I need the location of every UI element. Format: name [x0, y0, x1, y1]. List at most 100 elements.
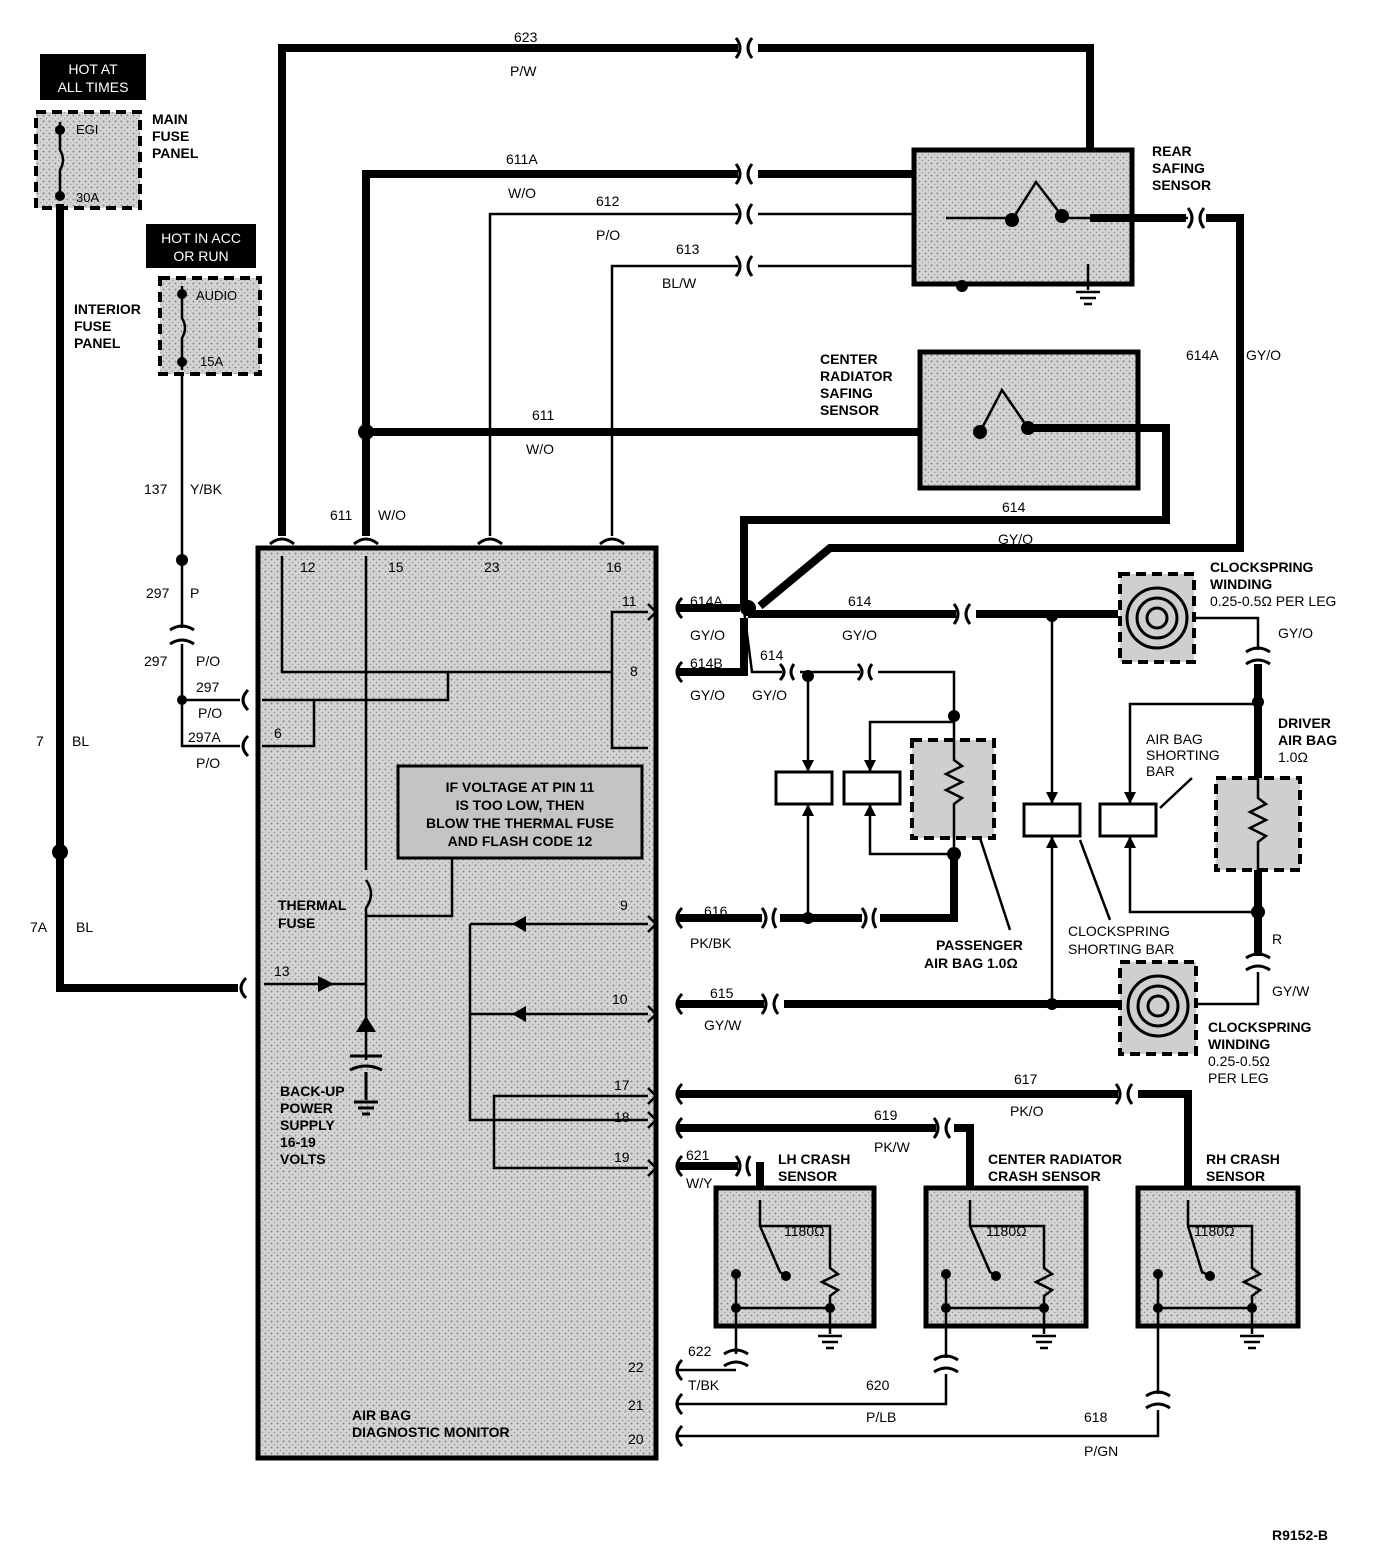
wire-620-number: 620	[866, 1377, 890, 1393]
center-crash-ground	[1032, 1334, 1056, 1350]
note-line2: IS TOO LOW, THEN	[456, 797, 585, 813]
wire-613	[610, 264, 964, 536]
wire-614a-color: GY/O	[690, 627, 725, 643]
rh-crash-pt2	[1205, 1271, 1215, 1281]
wire-614h-number: 614	[848, 593, 872, 609]
rh-crash-line1: RH CRASH	[1206, 1151, 1280, 1167]
wire-297b-number: 297	[144, 653, 168, 669]
rear-safing-sensor: REAR SAFING SENSOR 614A GY/O	[757, 143, 1281, 610]
wire-623-number: 623	[514, 29, 538, 45]
wire-611-color: W/O	[526, 441, 554, 457]
lh-crash-pt1	[731, 1269, 741, 1279]
egi-fuse-label: EGI	[76, 122, 98, 137]
wire-cs-top-out	[1194, 616, 1260, 650]
pin-21-label: 21	[628, 1397, 644, 1413]
pin-9-label: 9	[620, 897, 628, 913]
wire-614s-color: GY/O	[752, 687, 787, 703]
clockspring-top-coil-inner	[1145, 606, 1169, 630]
wire-617	[676, 1090, 1192, 1200]
connector-right-pins	[675, 596, 684, 1448]
driver-air-bag-line1: DRIVER	[1278, 715, 1331, 731]
clockspring-bottom-coil-inner	[1146, 994, 1170, 1018]
center-safing-switch	[978, 387, 1030, 433]
voltage-note-box	[396, 764, 644, 860]
splice-pass-top	[948, 710, 960, 722]
audio-fuse-element	[180, 286, 187, 370]
splice-driver-top	[1252, 696, 1264, 708]
note-line4: AND FLASH CODE 12	[448, 833, 593, 849]
wire-616-color: PK/BK	[690, 935, 732, 951]
backup-line5: VOLTS	[280, 1151, 326, 1167]
connector-622	[723, 1348, 749, 1368]
wire-614a-right-number: 614A	[1186, 347, 1219, 363]
lh-crash-ground	[818, 1334, 842, 1350]
thermal-fuse-line1: THERMAL	[278, 897, 347, 913]
wire-137-number: 137	[144, 481, 168, 497]
pin-6-label: 6	[274, 725, 282, 741]
rh-crash-pt4	[1247, 1303, 1257, 1313]
connector-614p	[856, 662, 874, 682]
connector-pin12	[269, 537, 295, 546]
audio-fuse-terminal-bottom	[177, 357, 187, 367]
arrow-3b	[1046, 836, 1058, 848]
arrow-2a	[864, 760, 876, 772]
backup-line3: SUPPLY	[280, 1117, 335, 1133]
splice-611	[358, 424, 374, 440]
wire-611b-number: 611	[330, 507, 353, 523]
wire-619-number: 619	[874, 1107, 898, 1123]
pin-8-label: 8	[630, 663, 638, 679]
rear-safing-contact-1	[1005, 213, 1019, 227]
wire-618-number: 618	[1084, 1409, 1108, 1425]
wire-614-number: 614	[1002, 499, 1026, 515]
lh-crash-line1: LH CRASH	[778, 1151, 850, 1167]
interior-fuse-panel-line3: PANEL	[74, 335, 121, 351]
clockspring-top-line1: CLOCKSPRING	[1210, 559, 1314, 575]
rh-crash-sensor	[1135, 1185, 1301, 1329]
clockspring-bottom-coil-mid	[1136, 984, 1180, 1028]
interior-fuse-panel-line1: INTERIOR	[74, 301, 141, 317]
monitor-title-line2: DIAGNOSTIC MONITOR	[352, 1424, 510, 1440]
diode-pin10	[512, 1006, 526, 1022]
connector-pin23	[477, 537, 503, 546]
wire-614a-number: 614A	[690, 593, 723, 609]
wire-7a-color: BL	[76, 919, 93, 935]
wire-614b-number: 614B	[690, 655, 723, 671]
connector-614-mid	[952, 603, 972, 625]
wire-cs-bottom-out	[1196, 972, 1260, 1006]
rear-safing-line3: SENSOR	[1152, 177, 1211, 193]
diode-pin13	[318, 976, 334, 992]
center-crash-pt2	[991, 1271, 1001, 1281]
arrow-1b	[802, 804, 814, 816]
rh-crash-pt1	[1153, 1269, 1163, 1279]
passenger-air-bag-resistor	[943, 740, 965, 838]
rear-safing-line2: SAFING	[1152, 160, 1205, 176]
clockspring-shorting-pointer	[1078, 839, 1112, 921]
splice-297-lower	[177, 695, 187, 705]
wire-297-number: 297	[146, 585, 170, 601]
connector-driver-top	[1245, 646, 1271, 666]
connector-297-pin	[241, 688, 250, 712]
wire-622	[676, 1308, 738, 1372]
hot-at-all-times-label-box	[40, 54, 146, 100]
splice-615	[1046, 998, 1058, 1010]
connector-619	[932, 1117, 952, 1139]
connector-pin15	[353, 537, 379, 546]
air-bag-shorting-bar-box	[1098, 802, 1158, 838]
pin-22-label: 22	[628, 1359, 644, 1375]
wire-613-number: 613	[676, 241, 700, 257]
rear-safing-ground-point	[956, 280, 968, 292]
wire-616-number: 616	[704, 903, 728, 919]
air-bag-shorting-line2: SHORTING	[1146, 747, 1220, 763]
wire-7-color: BL	[72, 733, 89, 749]
wire-137-color: Y/BK	[190, 481, 223, 497]
clockspring-shorting-line2: SHORTING BAR	[1068, 941, 1174, 957]
center-safing-line4: SENSOR	[820, 402, 879, 418]
wire-620-color: P/LB	[866, 1409, 896, 1425]
connector-297-bottom	[169, 638, 195, 646]
air-bag-shorting-line3: BAR	[1146, 763, 1175, 779]
clockspring-top-line3: 0.25-0.5Ω PER LEG	[1210, 593, 1336, 609]
arrow-3a	[1046, 792, 1058, 804]
connector-615	[760, 993, 780, 1015]
center-radiator-crash-sensor	[923, 1185, 1089, 1329]
